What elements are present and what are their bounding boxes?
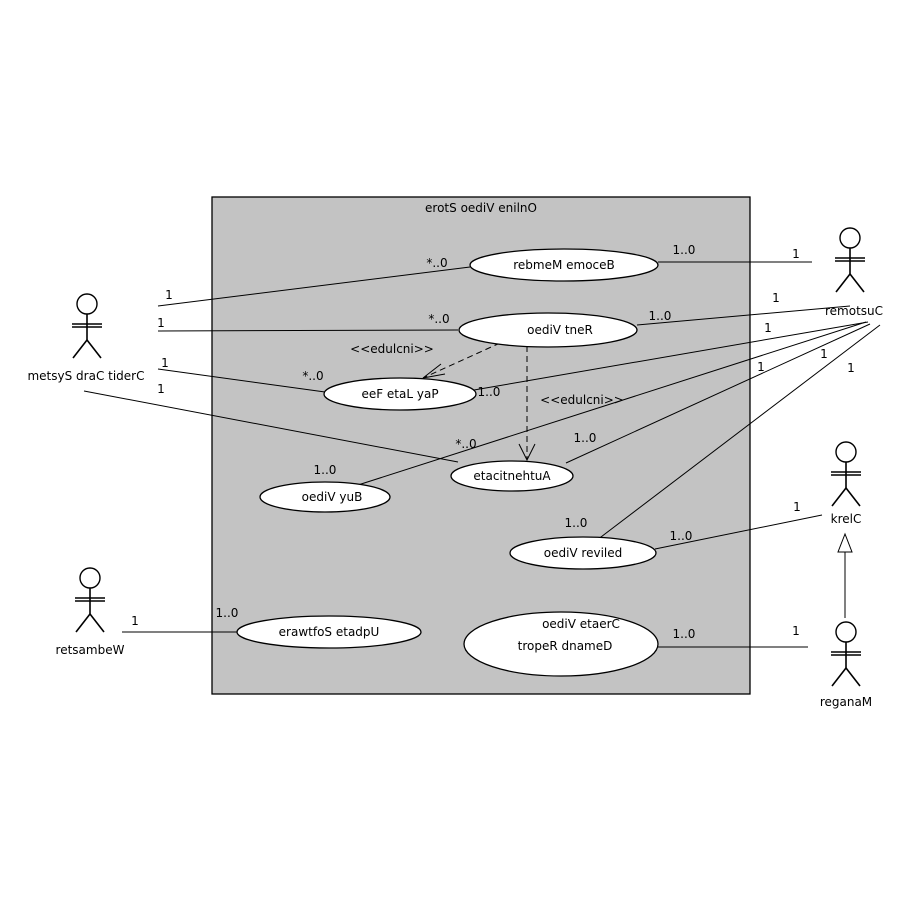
multiplicity-label: 1..0 <box>673 627 696 641</box>
multiplicity-label: 1..0 <box>673 243 696 257</box>
use-case-label: oediV tneR <box>527 323 593 337</box>
actor-label: remotsuC <box>825 304 883 318</box>
multiplicity-label: 1 <box>131 614 139 628</box>
use-case-rent-video[interactable]: oediV tneR <box>458 312 638 348</box>
include-rent-pay-arrow <box>422 363 446 379</box>
actor-customer[interactable]: remotsuC <box>825 227 883 318</box>
assoc-ccs-authenticate <box>83 390 459 463</box>
include-rent-pay <box>422 342 501 379</box>
actor-clerk[interactable]: krelC <box>830 441 862 526</box>
multiplicity-label: 1..0 <box>478 385 501 399</box>
use-case-label-line1: oediV etaerC <box>542 617 620 631</box>
assoc-clerk-deliver-video <box>654 514 823 550</box>
use-case-label: rebmeM emoceB <box>513 258 615 272</box>
actor-label: krelC <box>831 512 862 526</box>
assoc-ccs-become-member <box>157 266 471 307</box>
assoc-customer-pay-late-fee <box>473 321 869 391</box>
multiplicity-label: *..0 <box>455 437 476 451</box>
multiplicity-label: 1..0 <box>565 516 588 530</box>
generalization-arrowhead <box>837 532 853 553</box>
multiplicity-label: 1 <box>157 382 165 396</box>
use-case-label: eeF etaL yaP <box>361 387 438 401</box>
assoc-customer-deliver-video <box>596 324 881 541</box>
multiplicity-label: 1..0 <box>649 309 672 323</box>
multiplicity-label: *..0 <box>426 256 447 270</box>
multiplicity-label: 1 <box>793 500 801 514</box>
use-case-deliver-video[interactable]: oediV reviled <box>509 536 657 570</box>
assoc-ccs-pay-late-fee <box>157 368 326 393</box>
use-case-label-line2: tropeR dnameD <box>518 639 613 653</box>
multiplicity-label: 1 <box>757 360 765 374</box>
actor-label: metsyS draC tiderC <box>27 369 144 383</box>
actor-label: retsambeW <box>56 643 125 657</box>
use-case-label: oediV yuB <box>302 490 363 504</box>
multiplicity-label: 1..0 <box>314 463 337 477</box>
multiplicity-label: *..0 <box>302 369 323 383</box>
associations <box>83 261 881 648</box>
assoc-customer-rent-video <box>636 305 851 326</box>
use-case-buy-video[interactable]: oediV yuB <box>259 481 391 513</box>
use-case-authenticate[interactable]: etacitnehtuA <box>450 460 574 492</box>
multiplicity-label: 1 <box>157 316 165 330</box>
system-label: erotS oediV enilnO <box>425 201 537 215</box>
multiplicity-label: 1..0 <box>670 529 693 543</box>
use-case-label: erawtfoS etadpU <box>279 625 380 639</box>
include-label-1: <<edulcni>> <box>350 342 434 356</box>
multiplicity-label: 1 <box>161 356 169 370</box>
use-case-pay-late-fee[interactable]: eeF etaL yaP <box>323 377 477 411</box>
multiplicity-label: *..0 <box>428 312 449 326</box>
use-case-label: oediV reviled <box>544 546 623 560</box>
multiplicity-label: 1 <box>820 347 828 361</box>
multiplicity-label: 1 <box>165 288 173 302</box>
multiplicity-labels: 1..0 1 *..0 1 *..0 1 1..0 1 *..0 1 1..0 … <box>131 243 855 641</box>
use-case-create-video-demand-report[interactable]: oediV etaerC tropeR dnameD <box>463 611 659 677</box>
include-rent-auth-arrow <box>518 443 536 462</box>
multiplicity-label: 1 <box>772 291 780 305</box>
use-case-update-software[interactable]: erawtfoS etadpU <box>236 615 422 649</box>
multiplicity-label: 1 <box>764 321 772 335</box>
actor-label: reganaM <box>820 695 872 709</box>
multiplicity-label: 1..0 <box>574 431 597 445</box>
actor-credit-card-system[interactable]: metsyS draC tiderC <box>27 293 145 383</box>
multiplicity-label: 1 <box>847 361 855 375</box>
include-label-2: <<edulcni>> <box>540 393 624 407</box>
multiplicity-label: 1 <box>792 624 800 638</box>
include-dependencies: <<edulcni>> <<edulcni>> <box>350 342 624 462</box>
actor-manager[interactable]: reganaM <box>820 621 872 709</box>
multiplicity-label: 1 <box>792 247 800 261</box>
assoc-ccs-rent-video <box>157 329 459 332</box>
assoc-customer-authenticate <box>565 323 871 464</box>
use-case-label: etacitnehtuA <box>473 469 551 483</box>
multiplicity-label: 1..0 <box>216 606 239 620</box>
use-case-become-member[interactable]: rebmeM emoceB <box>469 248 659 282</box>
actor-webmaster[interactable]: retsambeW <box>56 567 125 657</box>
assoc-customer-buy-video <box>357 321 867 486</box>
